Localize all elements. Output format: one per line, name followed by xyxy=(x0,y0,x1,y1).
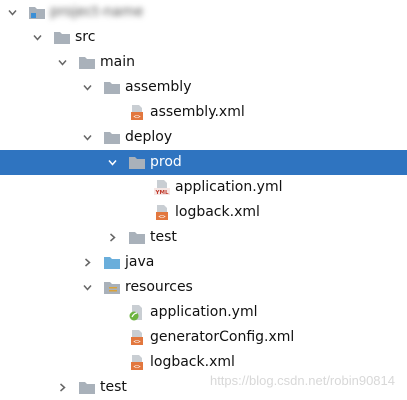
tree-row-label: main xyxy=(100,54,135,70)
tree-row-label: project-name xyxy=(50,4,144,20)
tree-row-label: deploy xyxy=(125,129,173,145)
tree-row-resources[interactable]: resources xyxy=(0,275,407,300)
tree-row-resources-application-yml[interactable]: application.yml xyxy=(0,300,407,325)
expand-chevron-down-icon[interactable] xyxy=(33,33,42,42)
tree-row-prod-application-yml[interactable]: YML application.yml xyxy=(0,175,407,200)
folder-icon xyxy=(128,154,146,171)
tree-row-label: assembly xyxy=(125,79,192,95)
folder-icon xyxy=(78,379,96,396)
svg-text:YML: YML xyxy=(155,190,169,196)
xml-file-icon: <> xyxy=(153,204,171,221)
source-folder-icon xyxy=(103,254,121,271)
collapse-chevron-right-icon[interactable] xyxy=(83,258,92,267)
tree-row-deploy[interactable]: deploy xyxy=(0,125,407,150)
yml-file-icon: YML xyxy=(153,179,171,196)
tree-row-project[interactable]: project-name xyxy=(0,0,407,25)
spring-yml-file-icon xyxy=(128,304,146,321)
folder-icon xyxy=(78,54,96,71)
tree-row-resources-logback-xml[interactable]: <> logback.xml xyxy=(0,350,407,375)
module-icon xyxy=(28,4,46,21)
tree-row-label: test xyxy=(150,229,177,245)
tree-row-label: prod xyxy=(150,154,182,170)
tree-row-label: logback.xml xyxy=(175,204,260,220)
tree-row-src[interactable]: src xyxy=(0,25,407,50)
expand-chevron-down-icon[interactable] xyxy=(83,83,92,92)
xml-file-icon: <> xyxy=(128,354,146,371)
tree-row-prod[interactable]: prod xyxy=(0,150,407,175)
tree-row-assembly[interactable]: assembly xyxy=(0,75,407,100)
tree-row-main[interactable]: main xyxy=(0,50,407,75)
folder-icon xyxy=(103,129,121,146)
collapse-chevron-right-icon[interactable] xyxy=(58,383,67,392)
tree-row-label: java xyxy=(125,254,155,270)
expand-chevron-down-icon[interactable] xyxy=(83,283,92,292)
expand-chevron-down-icon[interactable] xyxy=(83,133,92,142)
expand-chevron-down-icon[interactable] xyxy=(8,8,17,17)
tree-row-src-test[interactable]: test xyxy=(0,375,407,400)
tree-row-label: assembly.xml xyxy=(150,104,245,120)
tree-row-label: src xyxy=(75,29,96,45)
tree-row-label: logback.xml xyxy=(150,354,235,370)
tree-row-prod-logback-xml[interactable]: <> logback.xml xyxy=(0,200,407,225)
expand-chevron-down-icon[interactable] xyxy=(58,58,67,67)
tree-row-generatorconfig-xml[interactable]: <> generatorConfig.xml xyxy=(0,325,407,350)
svg-text:<>: <> xyxy=(133,113,141,120)
folder-icon xyxy=(128,229,146,246)
tree-row-label: resources xyxy=(125,279,193,295)
tree-row-label: application.yml xyxy=(175,179,283,195)
tree-row-assembly-xml[interactable]: <> assembly.xml xyxy=(0,100,407,125)
xml-file-icon: <> xyxy=(128,329,146,346)
resources-folder-icon xyxy=(103,279,121,296)
folder-icon xyxy=(103,79,121,96)
collapse-chevron-right-icon[interactable] xyxy=(108,233,117,242)
expand-chevron-down-icon[interactable] xyxy=(108,158,117,167)
svg-text:<>: <> xyxy=(133,338,141,345)
tree-row-label: application.yml xyxy=(150,304,258,320)
tree-row-java[interactable]: java xyxy=(0,250,407,275)
watermark: https://blog.csdn.net/robin90814 xyxy=(209,373,395,388)
svg-text:<>: <> xyxy=(133,363,141,370)
tree-row-deploy-test[interactable]: test xyxy=(0,225,407,250)
tree-row-label: test xyxy=(100,379,127,395)
tree-row-label: generatorConfig.xml xyxy=(150,329,295,345)
xml-file-icon: <> xyxy=(128,104,146,121)
svg-text:<>: <> xyxy=(158,213,166,220)
folder-icon xyxy=(53,29,71,46)
